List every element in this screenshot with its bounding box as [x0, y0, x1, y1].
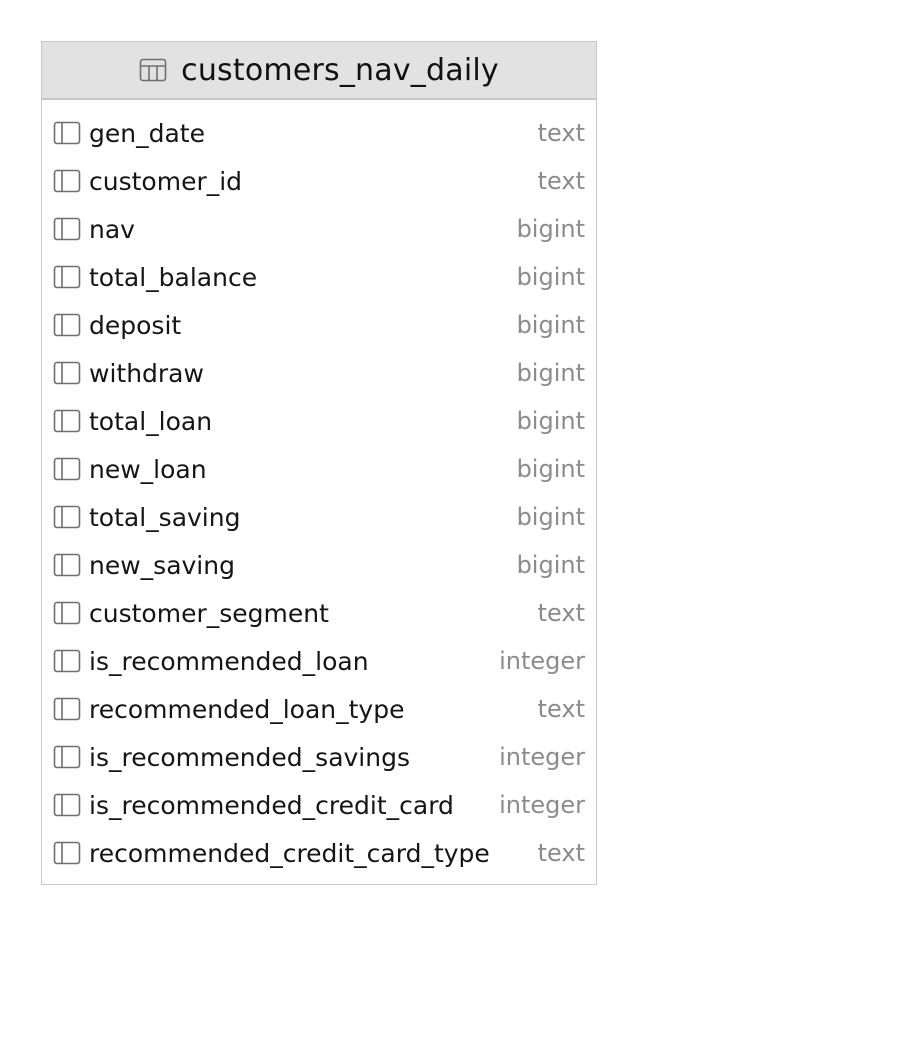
column-name: customer_segment [89, 598, 329, 628]
column-name: customer_id [89, 166, 243, 196]
column-type: bigint [516, 503, 585, 531]
column-name: new_saving [89, 550, 235, 580]
column-row[interactable]: is_recommended_credit_card integer [42, 781, 596, 829]
column-icon [53, 841, 81, 865]
column-icon [53, 457, 81, 481]
column-icon [53, 169, 81, 193]
column-row[interactable]: total_balance bigint [42, 253, 596, 301]
column-icon [53, 601, 81, 625]
table-header[interactable]: customers_nav_daily [42, 42, 596, 100]
column-icon [53, 745, 81, 769]
column-type: bigint [516, 551, 585, 579]
column-icon [53, 697, 81, 721]
column-row[interactable]: total_saving bigint [42, 493, 596, 541]
column-row[interactable]: total_loan bigint [42, 397, 596, 445]
table-title: customers_nav_daily [181, 52, 499, 88]
column-row[interactable]: new_loan bigint [42, 445, 596, 493]
column-type: integer [499, 791, 585, 819]
column-icon [53, 121, 81, 145]
column-row[interactable]: customer_id text [42, 157, 596, 205]
column-type: integer [499, 743, 585, 771]
column-name: withdraw [89, 358, 204, 388]
column-name: is_recommended_savings [89, 742, 410, 772]
column-type: text [537, 167, 585, 195]
column-icon [53, 649, 81, 673]
column-type: bigint [516, 263, 585, 291]
column-name: is_recommended_loan [89, 646, 369, 676]
column-type: bigint [516, 215, 585, 243]
column-name: deposit [89, 310, 182, 340]
column-row[interactable]: is_recommended_savings integer [42, 733, 596, 781]
column-icon [53, 793, 81, 817]
column-icon [53, 409, 81, 433]
column-name: total_balance [89, 262, 258, 292]
column-type: text [537, 839, 585, 867]
column-type: bigint [516, 455, 585, 483]
column-type: text [537, 599, 585, 627]
column-icon [53, 265, 81, 289]
column-row[interactable]: customer_segment text [42, 589, 596, 637]
column-name: total_loan [89, 406, 213, 436]
column-row[interactable]: recommended_loan_type text [42, 685, 596, 733]
column-icon [53, 217, 81, 241]
column-type: text [537, 695, 585, 723]
column-row[interactable]: nav bigint [42, 205, 596, 253]
column-type: integer [499, 647, 585, 675]
column-icon [53, 553, 81, 577]
column-name: recommended_credit_card_type [89, 838, 490, 868]
column-row[interactable]: withdraw bigint [42, 349, 596, 397]
column-row[interactable]: deposit bigint [42, 301, 596, 349]
table-icon [139, 58, 167, 82]
column-row[interactable]: gen_date text [42, 109, 596, 157]
column-type: text [537, 119, 585, 147]
column-row[interactable]: new_saving bigint [42, 541, 596, 589]
column-name: new_loan [89, 454, 207, 484]
column-row[interactable]: recommended_credit_card_type text [42, 829, 596, 877]
column-icon [53, 313, 81, 337]
column-row[interactable]: is_recommended_loan integer [42, 637, 596, 685]
column-icon [53, 505, 81, 529]
column-name: total_saving [89, 502, 241, 532]
column-name: recommended_loan_type [89, 694, 405, 724]
column-name: is_recommended_credit_card [89, 790, 454, 820]
column-type: bigint [516, 311, 585, 339]
column-type: bigint [516, 359, 585, 387]
column-name: gen_date [89, 118, 205, 148]
column-name: nav [89, 214, 135, 244]
column-type: bigint [516, 407, 585, 435]
column-icon [53, 361, 81, 385]
